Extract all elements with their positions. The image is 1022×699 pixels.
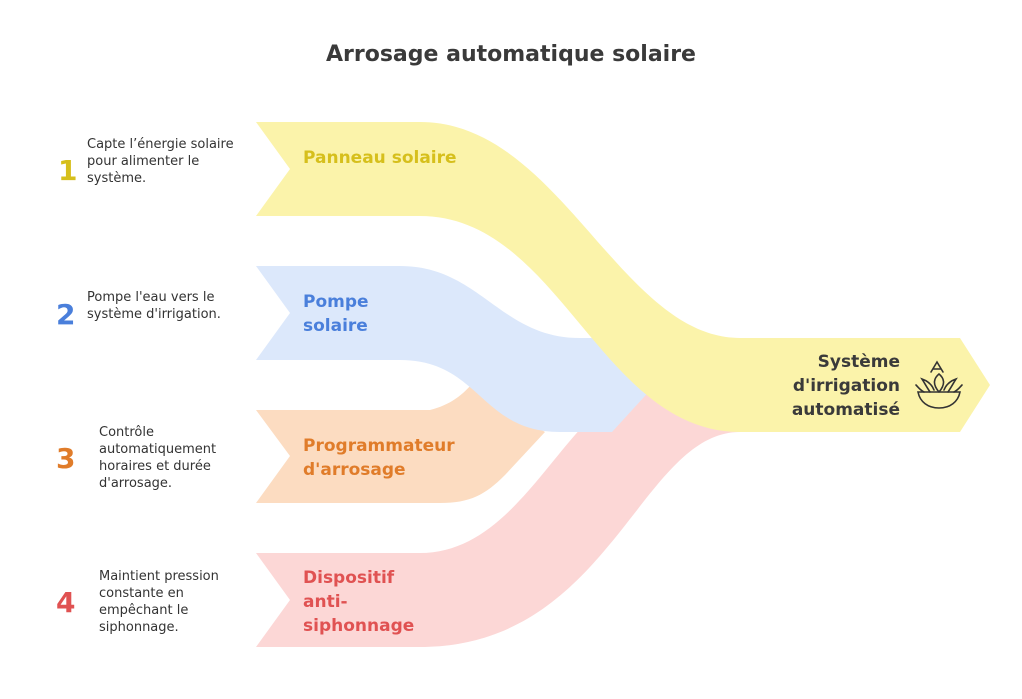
band-blue	[256, 266, 655, 432]
band-orange	[256, 386, 545, 503]
step-number-2: 2	[56, 298, 76, 331]
step-description-2: Pompe l'eau vers le système d'irrigation…	[87, 290, 221, 322]
band-yellow	[256, 122, 990, 432]
plant-bowl-icon	[915, 360, 963, 409]
step-description-4: Maintient pression constante en empêchan…	[99, 569, 219, 635]
diagram-title: Arrosage automatique solaire	[326, 42, 696, 67]
step-label-2: Pompe solaire	[303, 292, 369, 336]
output-label: Système d'irrigation automatisé	[791, 352, 900, 420]
band-pink	[256, 385, 740, 647]
step-description-1: Capte l’énergie solaire pour alimenter l…	[87, 137, 234, 186]
step-label-4: Dispositif anti-siphonnage	[303, 568, 415, 636]
step-description-3: Contrôle automatiquement horaires et dur…	[99, 425, 217, 491]
step-number-1: 1	[58, 154, 78, 187]
step-number-3: 3	[56, 442, 76, 475]
step-number-4: 4	[56, 586, 76, 619]
step-label-1: Panneau solaire	[303, 148, 457, 168]
step-label-3: Programmateur d'arrosage	[303, 436, 455, 480]
